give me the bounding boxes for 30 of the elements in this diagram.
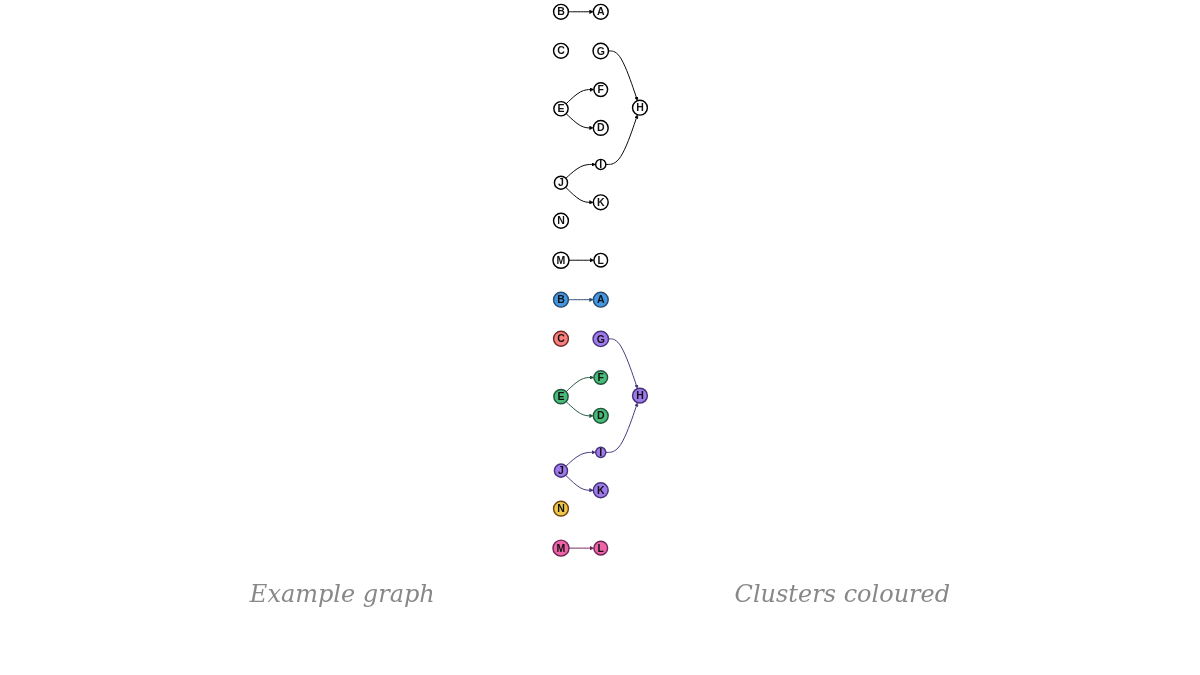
node-circle: L: [593, 540, 609, 556]
node-circle: E: [552, 100, 569, 117]
node-circle: C: [552, 42, 569, 59]
node-circle: N: [552, 500, 569, 517]
node-circle: K: [592, 194, 609, 211]
node-circle: A: [592, 3, 609, 20]
node-circle: M: [552, 251, 570, 269]
node-circle: F: [593, 369, 609, 386]
node-circle: H: [631, 99, 648, 116]
node-circle: D: [592, 119, 609, 137]
node-circle: G: [592, 42, 610, 60]
node-circle: C: [552, 330, 569, 347]
caption: Clusters coloured: [734, 580, 951, 608]
node-circle: G: [592, 330, 610, 348]
node-circle: F: [593, 82, 609, 98]
caption: Example graph: [249, 580, 435, 608]
node-circle: B: [552, 291, 569, 308]
node-circle: H: [631, 387, 648, 404]
node-circle: B: [552, 3, 569, 20]
node-circle: J: [553, 463, 569, 478]
node-circle: I: [594, 158, 607, 171]
node-circle: M: [552, 539, 570, 557]
node-circle: L: [593, 252, 609, 268]
node-circle: A: [592, 291, 609, 308]
node-circle: I: [594, 446, 607, 459]
node-circle: J: [553, 175, 569, 190]
node-circle: E: [552, 388, 569, 405]
node-circle: N: [552, 212, 569, 229]
node-circle: D: [592, 407, 609, 424]
node-circle: K: [592, 482, 609, 499]
